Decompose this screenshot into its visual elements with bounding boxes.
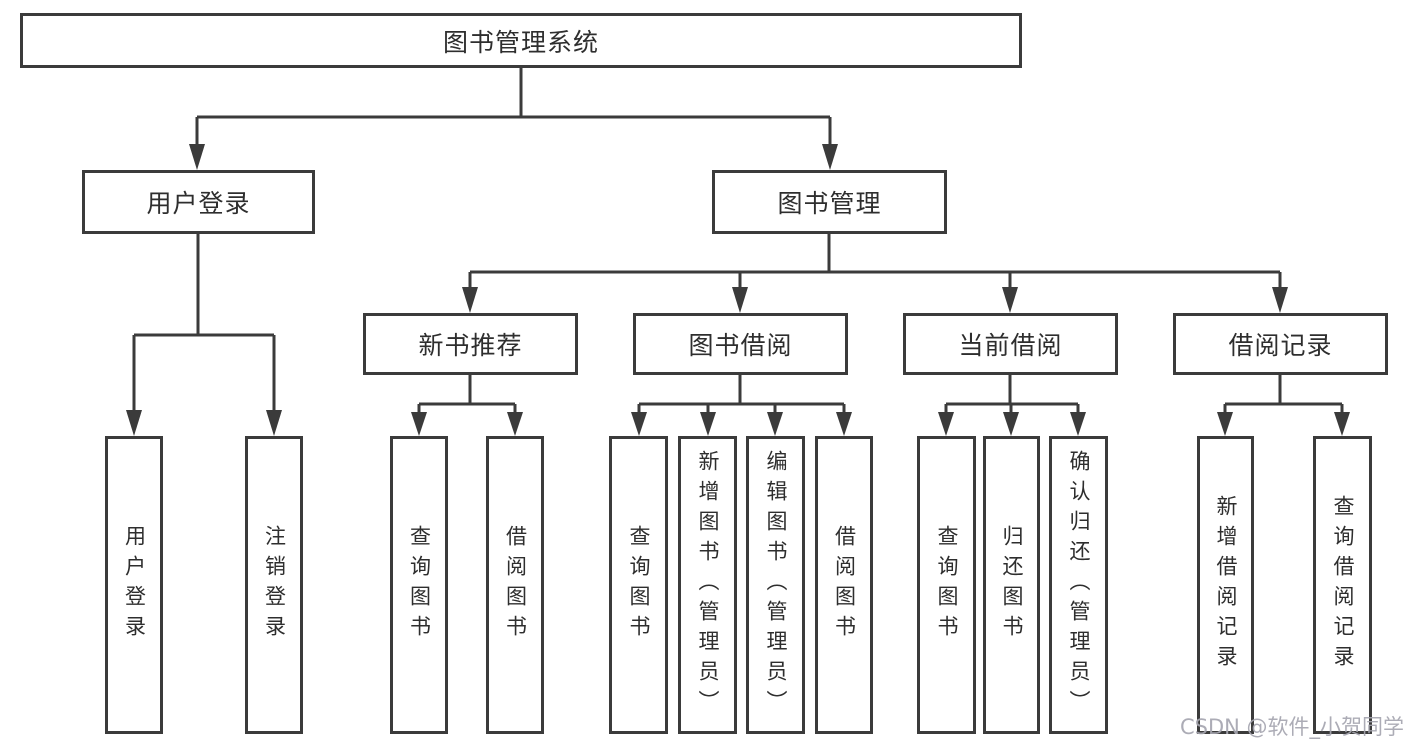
- node-borrow-record-label: 借阅记录: [1228, 331, 1333, 360]
- leaf-add-book-admin: 新增图书（管理员）: [678, 436, 737, 734]
- leaf-user-login-label: 用户登录: [122, 525, 147, 645]
- leaf-borrow-books-label: 借阅图书: [832, 525, 857, 645]
- leaf-user-login: 用户登录: [105, 436, 163, 734]
- node-root-label: 图书管理系统: [442, 27, 599, 57]
- leaf-return-books-label: 归还图书: [1000, 525, 1024, 645]
- node-new-book-recommend-label: 新书推荐: [418, 331, 523, 360]
- leaf-query-borrow-record-label: 查询借阅记录: [1331, 495, 1355, 675]
- leaf-query-books-current-label: 查询图书: [935, 525, 959, 645]
- node-borrow-record: 借阅记录: [1173, 313, 1388, 375]
- leaf-query-books-recommend: 查询图书: [390, 436, 448, 734]
- leaf-add-book-admin-label: 新增图书（管理员）: [696, 450, 720, 720]
- node-current-borrow-label: 当前借阅: [958, 331, 1063, 360]
- leaf-edit-book-admin: 编辑图书（管理员）: [746, 436, 805, 734]
- leaf-query-books-borrow-label: 查询图书: [627, 525, 651, 645]
- leaf-query-books-current: 查询图书: [917, 436, 976, 734]
- node-book-management: 图书管理: [712, 170, 947, 234]
- leaf-edit-book-admin-label: 编辑图书（管理员）: [764, 450, 788, 720]
- leaf-query-books-borrow: 查询图书: [609, 436, 668, 734]
- node-book-borrow: 图书借阅: [633, 313, 848, 375]
- leaf-borrow-books: 借阅图书: [815, 436, 873, 734]
- leaf-confirm-return-admin-label: 确认归还（管理员）: [1067, 450, 1091, 720]
- leaf-return-books: 归还图书: [983, 436, 1040, 734]
- node-new-book-recommend: 新书推荐: [363, 313, 578, 375]
- node-user-login-label: 用户登录: [146, 189, 251, 218]
- connector-line: [132, 68, 1344, 414]
- node-user-login: 用户登录: [82, 170, 315, 234]
- node-book-management-label: 图书管理: [777, 189, 882, 218]
- arrow-down-icon: [126, 144, 1350, 436]
- leaf-query-borrow-record: 查询借阅记录: [1313, 436, 1372, 734]
- leaf-add-borrow-record-label: 新增借阅记录: [1214, 495, 1238, 675]
- leaf-logout-label: 注销登录: [262, 525, 287, 645]
- leaf-borrow-books-recommend-label: 借阅图书: [503, 525, 528, 645]
- leaf-add-borrow-record: 新增借阅记录: [1197, 436, 1254, 734]
- node-book-borrow-label: 图书借阅: [688, 331, 793, 360]
- node-current-borrow: 当前借阅: [903, 313, 1118, 375]
- leaf-confirm-return-admin: 确认归还（管理员）: [1049, 436, 1108, 734]
- leaf-query-books-recommend-label: 查询图书: [407, 525, 432, 645]
- node-root: 图书管理系统: [20, 13, 1022, 68]
- csdn-watermark: CSDN @软件_小贺同学: [1180, 715, 1405, 739]
- leaf-borrow-books-recommend: 借阅图书: [486, 436, 544, 734]
- leaf-logout: 注销登录: [245, 436, 303, 734]
